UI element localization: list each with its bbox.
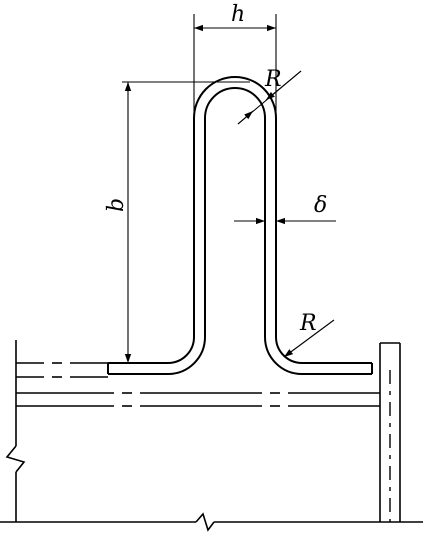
omega-profile-outer (108, 76, 372, 364)
break-mark-bottom (195, 512, 215, 532)
delta-label: δ (314, 193, 327, 218)
b-label: b (104, 198, 129, 212)
r-bottom-label: R (299, 311, 317, 336)
omega-profile-inner (108, 87, 372, 375)
r-bottom-leader (283, 319, 335, 358)
r-top-label: R (264, 67, 282, 92)
r-top-arrow-outer (265, 70, 302, 101)
r-top-arrow-inner (237, 110, 254, 125)
break-mark-left (5, 445, 26, 473)
h-label: h (231, 2, 245, 27)
